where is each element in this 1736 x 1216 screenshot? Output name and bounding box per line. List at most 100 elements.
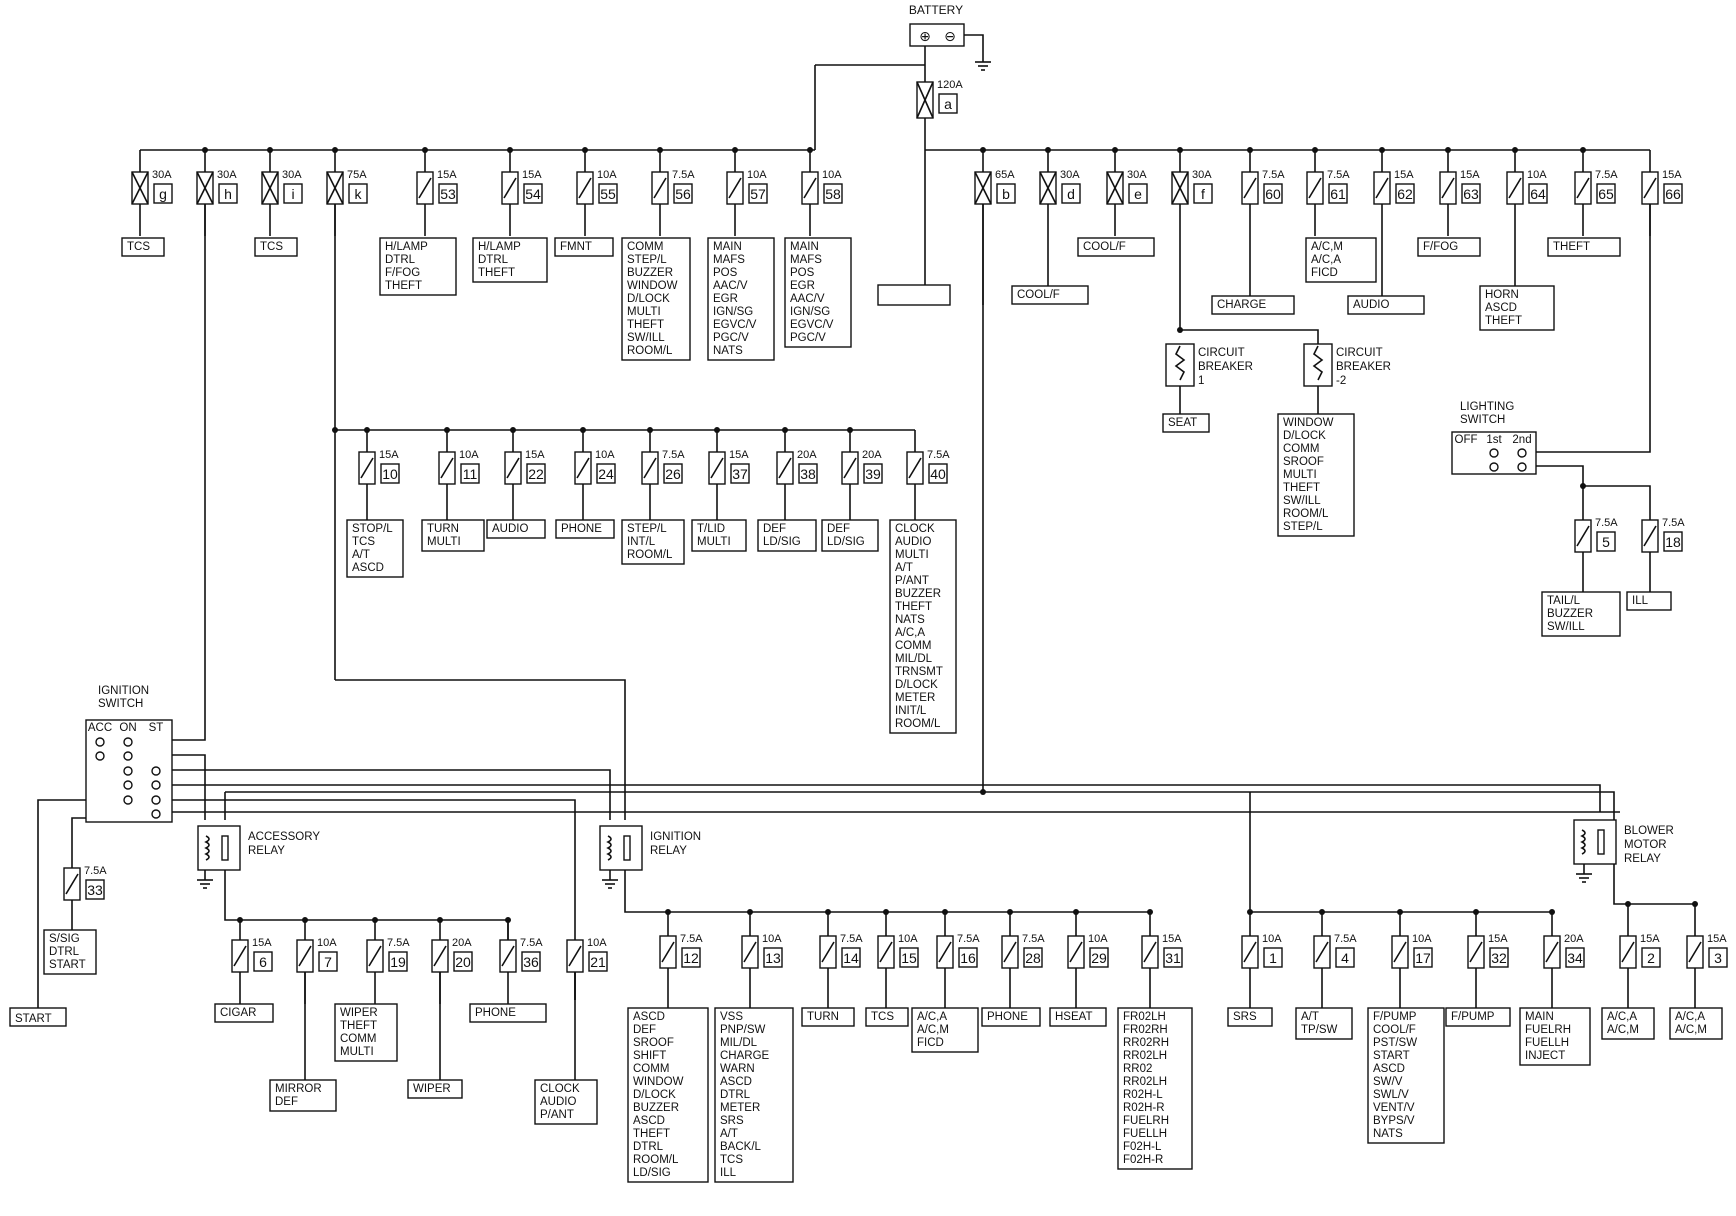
load-label: TAIL/L (1547, 595, 1581, 607)
load-label: ILL (1632, 595, 1649, 607)
fuse-id-label: d (1067, 186, 1075, 202)
load-label: PHONE (561, 523, 602, 535)
load-label: INJECT (1525, 1050, 1565, 1062)
load-label: MIL/DL (895, 653, 933, 665)
load-box-frame (1445, 1007, 1511, 1027)
ignition-switch-position: ON (119, 722, 136, 734)
load-label: DTRL (633, 1141, 664, 1153)
fuse-amp-label: 7.5A (1262, 169, 1285, 181)
load-label: PST/SW (1373, 1037, 1417, 1049)
fuse-id-label: 55 (600, 186, 616, 202)
load-label: SHIFT (633, 1050, 666, 1062)
load-label: TURN (427, 523, 459, 535)
fuse-id-box (1089, 947, 1109, 968)
load-label: BYPS/V (1373, 1115, 1415, 1127)
load-label: COMM (1283, 443, 1319, 455)
load-box: A/TTP/SW (1295, 1007, 1353, 1040)
fuse-amp-label: 7.5A (957, 933, 980, 945)
fuse-element-mark (879, 941, 893, 963)
fuse-element-mark (501, 945, 515, 967)
fuse-id-box (798, 463, 818, 484)
lighting-switch-label: LIGHTING (1460, 401, 1514, 413)
fuse-element-mark (418, 177, 432, 199)
fuse-id-box (153, 183, 173, 204)
load-box-frame (9, 1007, 67, 1027)
ignition-switch-position: ST (149, 722, 164, 734)
fuse-id-box (1413, 947, 1433, 968)
fuse-amp-label: 7.5A (1662, 517, 1685, 529)
load-label: H/LAMP (385, 241, 428, 253)
load-label: FR02RH (1123, 1024, 1168, 1036)
load-box-frame (621, 519, 685, 565)
fuse-id-box (1596, 183, 1616, 204)
load-box: THEFT (1547, 237, 1621, 257)
load-label: SW/V (1373, 1076, 1403, 1088)
load-label: FMNT (560, 241, 592, 253)
fusible-link-mark (326, 171, 344, 205)
wire (172, 769, 611, 820)
ignition-switch-position: ACC (88, 722, 112, 734)
load-label: ROOM/L (627, 345, 673, 357)
fuse-element-mark (368, 945, 382, 967)
load-label: IGN/SG (790, 306, 830, 318)
fuse-id-box (928, 463, 948, 484)
load-label: AUDIO (895, 536, 931, 548)
load-box-frame (877, 284, 951, 306)
load-box-frame (486, 519, 546, 539)
fuse-id-label: 32 (1491, 950, 1507, 966)
load-label: R02H-R (1123, 1102, 1165, 1114)
load-label: FICD (1311, 267, 1338, 279)
fuse-amp-label: 7.5A (1595, 169, 1618, 181)
fuse-element-mark (1441, 177, 1455, 199)
load-label: TRNSMT (895, 666, 943, 678)
load-label: P/ANT (540, 1109, 574, 1121)
fuse-id-label: i (291, 186, 294, 202)
load-label: D/LOCK (895, 679, 938, 691)
fusible-link-mark (1106, 171, 1124, 205)
load-label: F02H-L (1123, 1141, 1162, 1153)
fuse-id-box (348, 183, 368, 204)
load-label: MAIN (713, 241, 742, 253)
load-label: A/C,A (895, 627, 925, 639)
fuse-id-label: h (224, 186, 232, 202)
fuse-element-mark (1069, 941, 1083, 963)
lighting-switch-label: SWITCH (1460, 414, 1505, 426)
fuse-element-mark (1576, 177, 1590, 199)
load-label: A/C,A (1675, 1011, 1705, 1023)
fuse-amp-label: 15A (1640, 933, 1660, 945)
switch-contact (123, 737, 133, 747)
fuse-amp-label: 7.5A (680, 933, 703, 945)
fuse-amp-label: 7.5A (1595, 517, 1618, 529)
load-label: CIGAR (220, 1007, 256, 1019)
fuse-id-label: 6 (259, 954, 267, 970)
fuse-amp-label: 15A (437, 169, 457, 181)
load-label: TURN (807, 1011, 839, 1023)
load-label: A/C,M (1607, 1024, 1639, 1036)
fuse-id-box (1565, 947, 1585, 968)
fuse-id-label: 15 (901, 950, 917, 966)
fuse-amp-label: 7.5A (927, 449, 950, 461)
wire (1536, 204, 1651, 453)
load-label: MULTI (427, 536, 461, 548)
load-label: R02H-L (1123, 1089, 1163, 1101)
start-label: START (15, 1013, 52, 1025)
accessory-relay-label: ACCESSORY (248, 831, 320, 843)
load-box: COOL/F (1077, 237, 1155, 257)
load-label: TCS (260, 241, 283, 253)
fuse-id-label: 58 (825, 186, 841, 202)
